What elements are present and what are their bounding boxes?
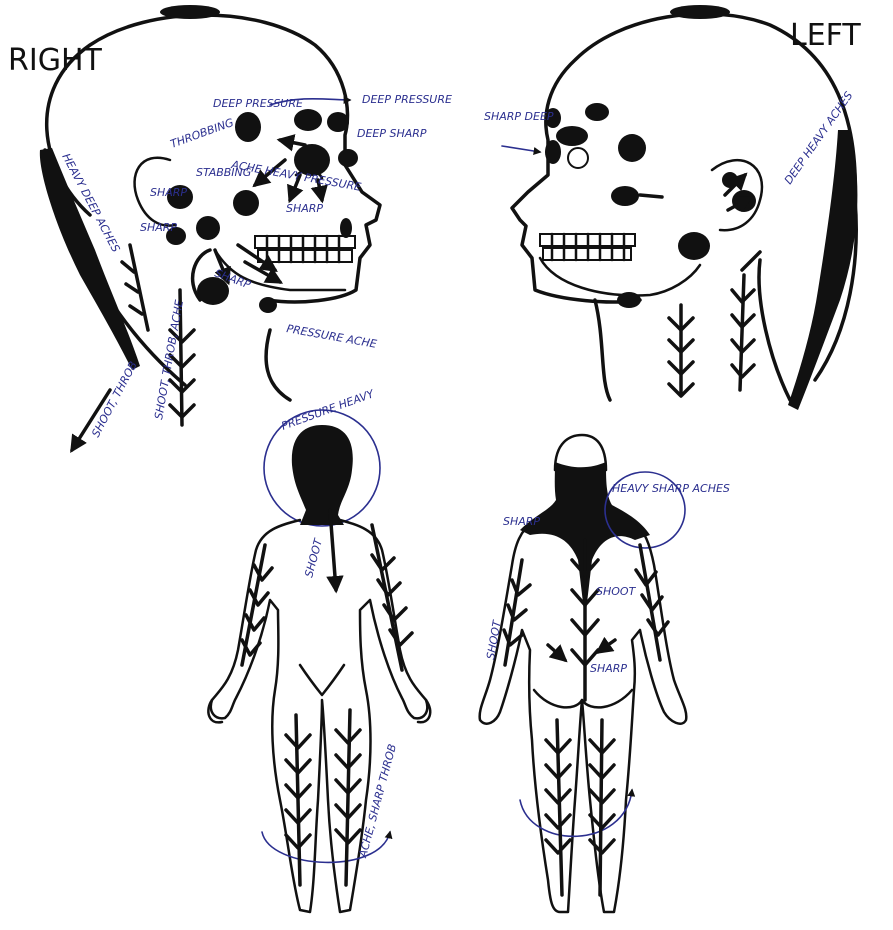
label-throbbing: THROBBING: [169, 116, 236, 151]
label-back-shoot-spine: SHOOT: [596, 585, 637, 598]
label-deep-sharp: DEEP SHARP: [357, 127, 427, 140]
left-crown-mark: [670, 5, 730, 19]
label-deep-pressure-top: DEEP PRESSURE: [213, 97, 303, 110]
label-back-shoot-arm: SHOOT: [484, 618, 504, 660]
back-body-arrows: [504, 540, 668, 895]
left-side-label: LEFT: [790, 18, 861, 53]
label-sharp-jaw-back: SHARP: [140, 221, 177, 234]
label-back-sharp-shoulder: SHARP: [503, 515, 540, 528]
front-body: PRESSURE HEAVY SHOOT ACHE, SHARP THROB: [208, 387, 430, 912]
right-back-neck-band: [40, 148, 140, 370]
left-neck-arrows: [669, 252, 760, 396]
left-neck-front: [595, 300, 610, 400]
front-head-silhouette: [292, 425, 353, 525]
left-head-pain-spots: [545, 103, 756, 308]
left-neck-back: [759, 260, 790, 400]
label-pressure-ache: PRESSURE ACHE: [285, 322, 377, 351]
left-teeth: [540, 234, 635, 260]
right-teeth: [255, 236, 355, 262]
left-head-profile: LEFT: [484, 5, 861, 410]
label-ache-sharp-throb: ACHE, SHARP THROB: [356, 743, 399, 860]
right-crown-mark: [160, 5, 220, 19]
label-heavy-sharp-aches: HEAVY SHARP ACHES: [612, 482, 730, 495]
right-head-profile: RIGHT: [8, 5, 452, 450]
left-jaw: [540, 258, 700, 295]
label-back-sharp-lower: SHARP: [590, 662, 627, 675]
label-deep-pressure-arrow: DEEP PRESSURE: [362, 93, 452, 106]
label-sharp-deep: SHARP DEEP: [484, 110, 554, 123]
label-front-shoot: SHOOT: [302, 536, 325, 579]
label-sharp-cheek: SHARP: [286, 202, 323, 215]
front-body-outline: [211, 520, 427, 912]
front-groin: [300, 665, 344, 695]
label-shoot-throb: SHOOT, THROB: [89, 359, 140, 439]
front-body-arrows: [242, 510, 412, 885]
back-body: SHARP HEAVY SHARP ACHES SHOOT SHOOT SHAR…: [480, 435, 730, 912]
label-sharp-ear: SHARP: [150, 186, 187, 199]
right-neck-front: [266, 330, 290, 400]
left-eye: [568, 148, 588, 168]
